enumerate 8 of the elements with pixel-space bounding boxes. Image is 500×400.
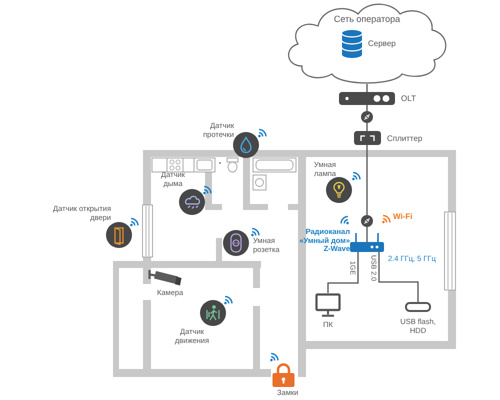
cloud-title: Сеть оператора (334, 14, 400, 24)
wifi-label: Wi-Fi (393, 212, 412, 222)
connection-line (366, 84, 368, 92)
node-label: Сервер (368, 39, 396, 48)
node-label: Сплиттер (387, 134, 422, 143)
node-label: OLT (401, 94, 416, 104)
connection-line (366, 105, 368, 111)
connection-line (366, 123, 368, 131)
